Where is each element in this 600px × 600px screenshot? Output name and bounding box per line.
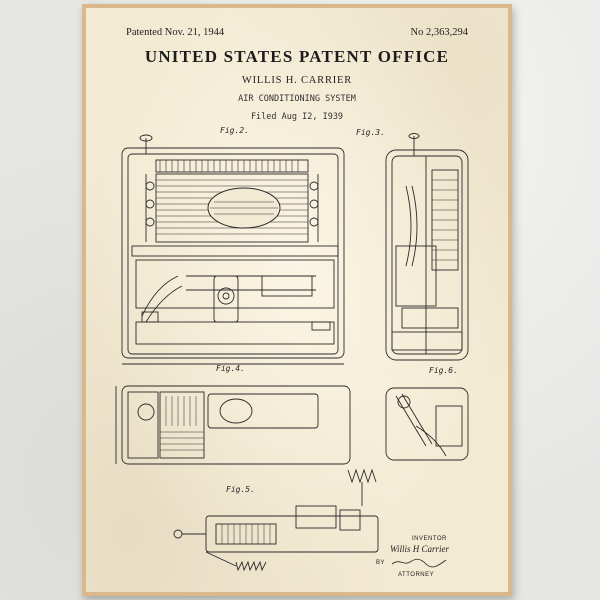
poster-frame: Patented Nov. 21, 1944 No 2,363,294 UNIT… bbox=[82, 4, 512, 596]
fig6-drawing bbox=[385, 387, 469, 461]
poster-paper: Patented Nov. 21, 1944 No 2,363,294 UNIT… bbox=[86, 8, 508, 592]
patented-date: Patented Nov. 21, 1944 bbox=[126, 27, 225, 38]
fig2-label: Fig.2. bbox=[220, 126, 249, 135]
fig5-drawing bbox=[173, 468, 379, 572]
fig4-drawing bbox=[115, 385, 351, 465]
inventor-label: INVENTOR bbox=[412, 536, 447, 542]
fig4-label: Fig.4. bbox=[216, 364, 245, 373]
fig3-drawing bbox=[385, 133, 469, 361]
invention-title: AIR CONDITIONING SYSTEM bbox=[238, 94, 356, 104]
attorney-signature-scribble bbox=[391, 558, 447, 568]
page-title: UNITED STATES PATENT OFFICE bbox=[144, 47, 450, 66]
fig6-label: Fig.6. bbox=[429, 366, 458, 375]
fig3-label: Fig.3. bbox=[356, 128, 385, 137]
fig2-drawing bbox=[121, 134, 345, 365]
signature-block: INVENTOR Willis H Carrier BY ATTORNEY bbox=[376, 536, 486, 582]
patent-number: No 2,363,294 bbox=[410, 27, 468, 38]
inventor-name: WILLIS H. CARRIER bbox=[241, 75, 353, 86]
inventor-signature: Willis H Carrier bbox=[390, 544, 450, 554]
attorney-label: ATTORNEY bbox=[398, 572, 435, 578]
filed-date: Filed Aug I2, I939 bbox=[250, 112, 344, 122]
fig5-label: Fig.5. bbox=[226, 485, 255, 494]
by-label: BY bbox=[376, 560, 386, 566]
patent-drawing bbox=[115, 133, 469, 572]
